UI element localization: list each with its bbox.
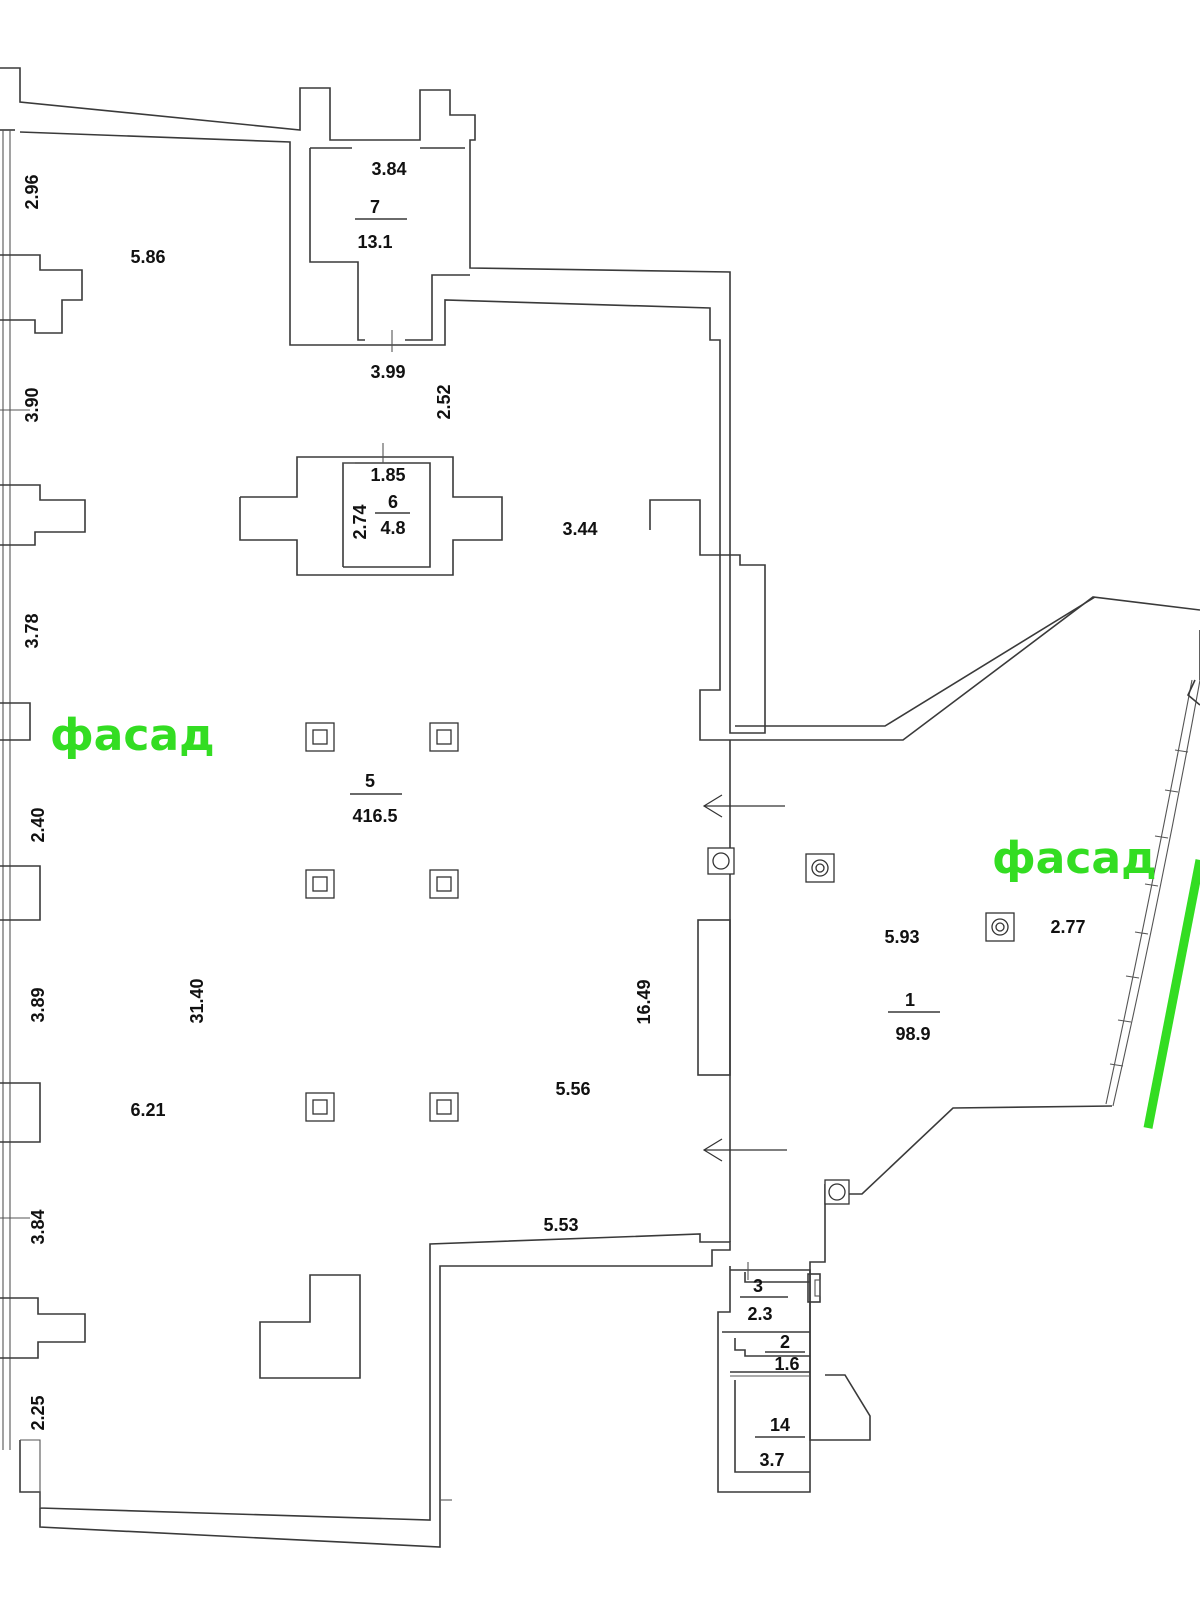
- room-area-7: 13.1: [357, 232, 392, 252]
- room-area-1: 98.9: [895, 1024, 930, 1044]
- dimension-label: 31.40: [187, 978, 207, 1023]
- column: [305, 722, 335, 752]
- dimension-label: 5.93: [884, 927, 919, 947]
- dimension-label: 2.74: [350, 504, 370, 539]
- room-label-2: 2 1.6: [765, 1332, 805, 1374]
- room-label-14: 14 3.7: [755, 1415, 805, 1470]
- room-label-3: 3 2.3: [740, 1276, 788, 1324]
- column: [305, 1092, 335, 1122]
- facade-line: [1143, 859, 1200, 1129]
- room-number-3: 3: [753, 1276, 763, 1296]
- dimension-label: 5.53: [543, 1215, 578, 1235]
- room-number-6: 6: [388, 492, 398, 512]
- room-number-5: 5: [365, 771, 375, 791]
- dimension-label: 2.40: [28, 807, 48, 842]
- room-6-core: [239, 443, 503, 576]
- dimension-label: 6.21: [130, 1100, 165, 1120]
- column: [305, 869, 335, 899]
- room-area-14: 3.7: [759, 1450, 784, 1470]
- dimension-label: 2.52: [434, 384, 454, 419]
- column: [429, 1092, 459, 1122]
- room-area-5: 416.5: [352, 806, 397, 826]
- room-1-walls: [730, 596, 1200, 1441]
- dimension-label: 1.85: [370, 465, 405, 485]
- dimension-label: 3.44: [562, 519, 597, 539]
- dimension-label: 2.96: [22, 174, 42, 209]
- dimension-label: 2.25: [28, 1395, 48, 1430]
- facade-label-right: фасад: [992, 833, 1157, 884]
- dimension-label: 3.78: [22, 613, 42, 648]
- small-rooms: [717, 1262, 821, 1493]
- room-area-2: 1.6: [774, 1354, 799, 1374]
- dimension-label: 3.84: [28, 1209, 48, 1244]
- dimension-labels: 2.96 5.86 3.84 3.99 3.90 2.52 1.85 2.74 …: [22, 159, 1086, 1431]
- column: [429, 869, 459, 899]
- column: [429, 722, 459, 752]
- room-area-3: 2.3: [747, 1304, 772, 1324]
- dimension-label: 3.90: [22, 387, 42, 422]
- dimension-label: 5.86: [130, 247, 165, 267]
- room-area-6: 4.8: [380, 518, 405, 538]
- room-number-1: 1: [905, 990, 915, 1010]
- dimension-label: 5.56: [555, 1079, 590, 1099]
- room-number-14: 14: [770, 1415, 790, 1435]
- columns: [305, 722, 459, 1122]
- room-label-5: 5 416.5: [350, 771, 402, 826]
- room-label-7: 7 13.1: [355, 197, 407, 252]
- facade-label-left: фасад: [50, 710, 215, 761]
- dimension-label: 3.89: [28, 987, 48, 1022]
- dimension-label: 3.84: [371, 159, 406, 179]
- room-label-1: 1 98.9: [888, 990, 940, 1044]
- partition: [697, 740, 787, 1242]
- dimension-label: 16.49: [634, 979, 654, 1024]
- main-hall-walls: [0, 67, 766, 1548]
- room-number-2: 2: [780, 1332, 790, 1352]
- dimension-label: 3.99: [370, 362, 405, 382]
- dimension-label: 2.77: [1050, 917, 1085, 937]
- dimension-ticks: [0, 330, 393, 1219]
- room-label-6: 6 4.8: [375, 492, 410, 538]
- room-number-7: 7: [370, 197, 380, 217]
